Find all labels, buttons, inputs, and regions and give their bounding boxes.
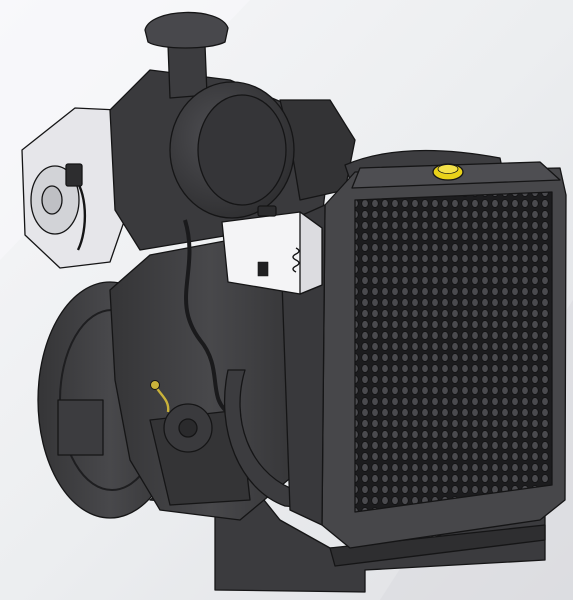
flywheel-mount-pad [57,399,104,456]
exhaust-cap [144,11,229,49]
pulley-hub [178,418,198,438]
sensor-plug [150,380,160,390]
wiring-harness [183,219,234,417]
bracket-rail [329,524,546,567]
coolant-reservoir-cap [257,205,277,217]
coolant-reservoir-spring [292,247,300,273]
gear-housing-connector [65,163,83,187]
fill-cap-top [437,164,459,174]
coolant-reservoir-side [299,211,323,295]
coolant-reservoir-label [257,261,269,277]
gear-housing-hub [41,185,63,215]
air-filter-cap [197,94,287,206]
radiator-core [354,191,553,513]
engine [21,11,567,593]
